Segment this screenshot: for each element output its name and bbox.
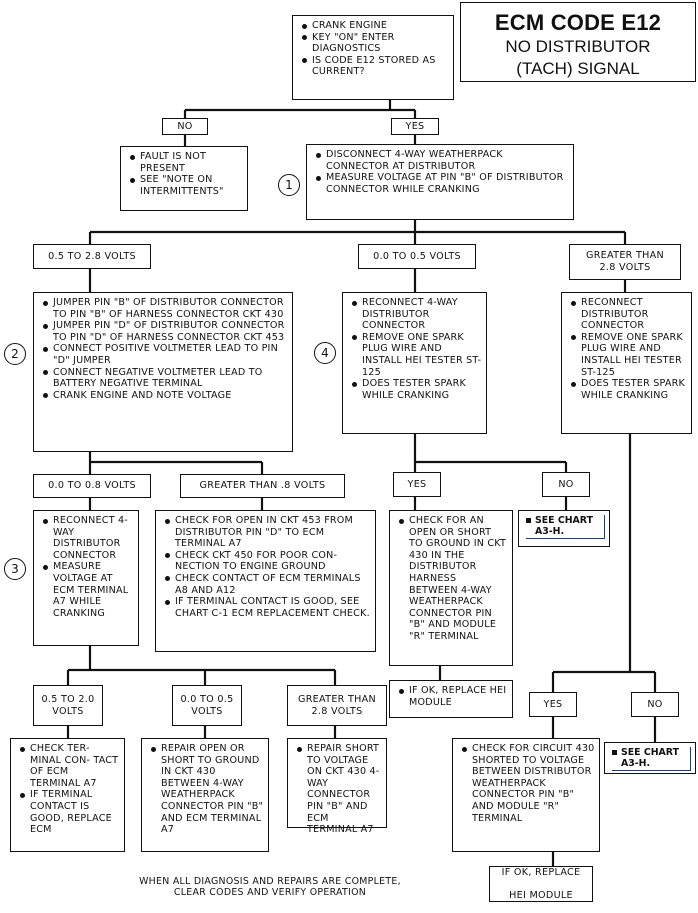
step-4-item: REMOVE ONE SPARK PLUG WIRE AND INSTALL H… <box>352 332 482 378</box>
step-3-marker: 3 <box>4 558 26 580</box>
repair-short-ckt430-box: REPAIR SHORT TO VOLTAGE ON CKT 430 4-WAY… <box>287 738 387 835</box>
step-2-marker: 2 <box>4 343 26 365</box>
step-1-item: MEASURE VOLTAGE AT PIN "B" OF DISTRIBUTO… <box>316 172 569 195</box>
check-terminal-item: CHECK TER- MINAL CON- TACT OF ECM TERMIN… <box>20 743 120 789</box>
see-chart-text: SEE CHART <box>612 747 690 758</box>
right-reconnect-item: REMOVE ONE SPARK PLUG WIRE AND INSTALL H… <box>571 332 687 378</box>
chart-title: ECM CODE E12 <box>494 10 662 35</box>
check-430-item: CHECK FOR AN OPEN OR SHORT TO GROUND IN … <box>399 515 508 643</box>
range-greater-2.8-label-b: GREATER THAN 2.8 VOLTS <box>287 685 387 726</box>
fault-not-present-box: FAULT IS NOT PRESENT SEE "NOTE ON INTERM… <box>120 146 248 211</box>
step-4-item: DOES TESTER SPARK WHILE CRANKING <box>352 378 482 401</box>
right-reconnect-box: RECONNECT DISTRIBUTOR CONNECTOR REMOVE O… <box>561 292 692 434</box>
right-reconnect-item: RECONNECT DISTRIBUTOR CONNECTOR <box>571 297 687 332</box>
range-greater-0.8-label: GREATER THAN .8 VOLTS <box>180 474 345 498</box>
range-0.5-2.0-label: 0.5 TO 2.0 VOLTS <box>33 685 103 726</box>
step-4-item: RECONNECT 4-WAY DISTRIBUTOR CONNECTOR <box>352 297 482 332</box>
footer-note: WHEN ALL DIAGNOSIS AND REPAIRS ARE COMPL… <box>60 876 480 898</box>
mid-yes-label: YES <box>393 472 441 497</box>
repair-open-item: REPAIR OPEN OR SHORT TO GROUND IN CKT 43… <box>151 743 264 836</box>
footer-line: CLEAR CODES AND VERIFY OPERATION <box>173 887 367 898</box>
step-1-item: DISCONNECT 4-WAY WEATHERPACK CONNECTOR A… <box>316 149 569 172</box>
see-chart-text: SEE CHART <box>526 515 604 526</box>
repair-open-ckt430-box: REPAIR OPEN OR SHORT TO GROUND IN CKT 43… <box>141 738 269 852</box>
see-chart-ref: A3-H. <box>535 526 565 537</box>
see-chart-a3h-2: SEE CHART A3-H. <box>604 742 696 774</box>
step-2-box: JUMPER PIN "B" OF DISTRIBUTOR CONNECTOR … <box>33 292 293 452</box>
start-box: CRANK ENGINE KEY "ON" ENTER DIAGNOSTICS … <box>292 15 454 100</box>
see-chart-ref: A3-H. <box>621 758 651 769</box>
step-4-marker: 4 <box>314 342 336 364</box>
check-open-ckt453-box: CHECK FOR OPEN IN CKT 453 FROM DISTRIBUT… <box>155 510 376 652</box>
fault-item: SEE "NOTE ON INTERMITTENTS" <box>130 174 243 197</box>
step-3-item: RECONNECT 4-WAY DISTRIBUTOR CONNECTOR <box>43 515 134 561</box>
mid-no-label: NO <box>542 472 590 497</box>
start-item: KEY "ON" ENTER DIAGNOSTICS <box>302 32 449 55</box>
range-0.0-0.5-label: 0.0 TO 0.5 VOLTS <box>358 244 476 269</box>
step-1-box: DISCONNECT 4-WAY WEATHERPACK CONNECTOR A… <box>306 144 574 220</box>
step-2-item: CONNECT POSITIVE VOLTMETER LEAD TO PIN "… <box>43 343 288 366</box>
range-0.0-0.5-label-b: 0.0 TO 0.5 VOLTS <box>172 685 242 726</box>
replace-hei-line: HEI MODULE <box>509 889 573 901</box>
repair-short-item: REPAIR SHORT TO VOLTAGE ON CKT 430 4-WAY… <box>297 743 382 836</box>
step-1-marker: 1 <box>278 174 300 196</box>
check-453-item: CHECK CKT 450 FOR POOR CON- NECTION TO E… <box>165 550 371 573</box>
step-3-item: MEASURE VOLTAGE AT ECM TERMINAL A7 WHILE… <box>43 561 134 619</box>
start-item: IS CODE E12 STORED AS CURRENT? <box>302 55 449 78</box>
check-453-item: CHECK CONTACT OF ECM TERMINALS A8 AND A1… <box>165 573 371 596</box>
replace-hei-module-box-1: IF OK, REPLACE HEI MODULE <box>389 680 513 718</box>
replace-hei-line: IF OK, REPLACE <box>501 866 581 878</box>
replace-hei-module-box-2: IF OK, REPLACE HEI MODULE <box>489 866 593 902</box>
footer-line: WHEN ALL DIAGNOSIS AND REPAIRS ARE COMPL… <box>139 876 401 887</box>
step-2-item: JUMPER PIN "D" OF DISTRIBUTOR CONNECTOR … <box>43 320 288 343</box>
branch-no-label: NO <box>162 118 208 135</box>
range-greater-2.8-label: GREATER THAN 2.8 VOLTS <box>569 244 681 280</box>
step-4-box: RECONNECT 4-WAY DISTRIBUTOR CONNECTOR RE… <box>342 292 487 434</box>
step-3-box: RECONNECT 4-WAY DISTRIBUTOR CONNECTOR ME… <box>33 510 139 646</box>
check-terminal-item: IF TERMINAL CONTACT IS GOOD, REPLACE ECM <box>20 789 120 835</box>
step-2-item: JUMPER PIN "B" OF DISTRIBUTOR CONNECTOR … <box>43 297 288 320</box>
start-item: CRANK ENGINE <box>302 20 449 32</box>
range-0.0-0.8-label: 0.0 TO 0.8 VOLTS <box>33 474 151 498</box>
branch-yes-label: YES <box>391 118 439 135</box>
replace-hei-item: IF OK, REPLACE HEI MODULE <box>399 685 508 708</box>
right-no-label: NO <box>631 692 679 717</box>
check-circuit-item: CHECK FOR CIRCUIT 430 SHORTED TO VOLTAGE… <box>462 743 595 824</box>
right-yes-label: YES <box>529 692 577 717</box>
check-circuit-430-box: CHECK FOR CIRCUIT 430 SHORTED TO VOLTAGE… <box>452 738 600 852</box>
right-reconnect-item: DOES TESTER SPARK WHILE CRANKING <box>571 378 687 401</box>
see-chart-a3h-1: SEE CHART A3-H. <box>518 510 610 547</box>
step-2-item: CRANK ENGINE AND NOTE VOLTAGE <box>43 390 288 402</box>
chart-subtitle-2: (TACH) SIGNAL <box>516 59 640 78</box>
range-0.5-2.8-label: 0.5 TO 2.8 VOLTS <box>33 244 151 269</box>
check-453-item: CHECK FOR OPEN IN CKT 453 FROM DISTRIBUT… <box>165 515 371 550</box>
title-box: ECM CODE E12 NO DISTRIBUTOR (TACH) SIGNA… <box>460 2 696 82</box>
check-open-short-ckt430-box: CHECK FOR AN OPEN OR SHORT TO GROUND IN … <box>389 510 513 666</box>
chart-subtitle-1: NO DISTRIBUTOR <box>505 37 651 56</box>
step-2-item: CONNECT NEGATIVE VOLTMETER LEAD TO BATTE… <box>43 367 288 390</box>
check-terminal-a7-box: CHECK TER- MINAL CON- TACT OF ECM TERMIN… <box>10 738 125 852</box>
check-453-item: IF TERMINAL CONTACT IS GOOD, SEE CHART C… <box>165 596 371 619</box>
fault-item: FAULT IS NOT PRESENT <box>130 151 243 174</box>
